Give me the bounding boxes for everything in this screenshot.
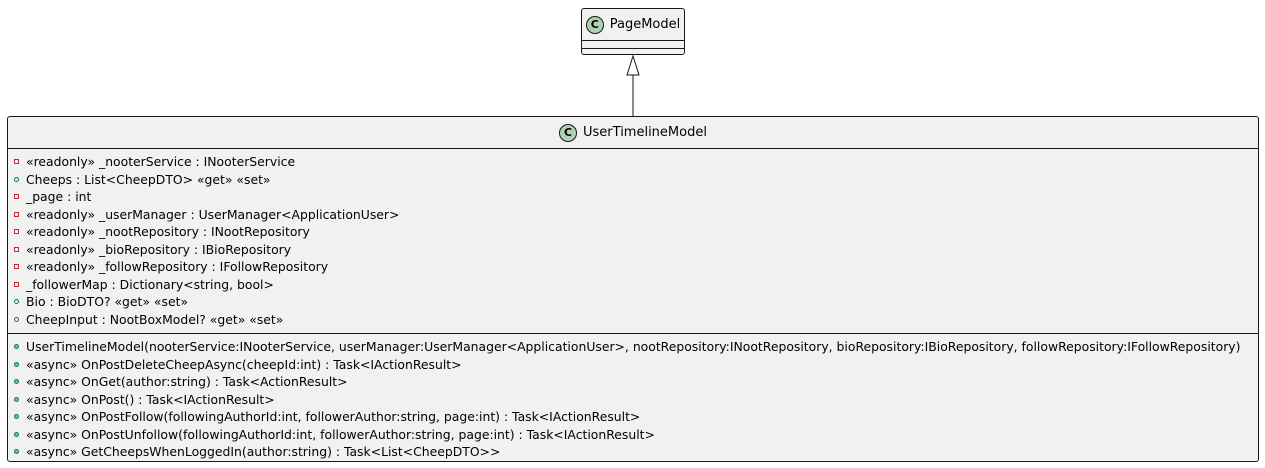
field-text: Bio : BioDTO? «get» «set»: [26, 294, 189, 309]
field-row: Bio : BioDTO? «get» «set»: [14, 293, 188, 310]
method-text: «async» OnPost() : Task<IActionResult>: [26, 391, 275, 407]
public-visibility-icon: [14, 449, 19, 454]
field-text: _followerMap : Dictionary<string, bool>: [26, 276, 274, 292]
method-row: «async» OnGet(author:string) : Task<Acti…: [14, 373, 348, 390]
field-row: _page : int: [14, 188, 91, 205]
class-pagemodel[interactable]: C PageModel: [581, 8, 685, 55]
private-visibility-icon: [14, 264, 19, 269]
field-row: «readonly» _nootRepository : INootReposi…: [14, 223, 310, 240]
method-text: «async» OnPostDeleteCheepAsync(cheepId:i…: [26, 356, 462, 372]
inheritance-arrowhead: [626, 54, 640, 76]
class-icon: C: [585, 15, 604, 34]
method-separator: [8, 333, 1258, 334]
field-text: Cheeps : List<CheepDTO> «get» «set»: [26, 171, 271, 187]
public-visibility-icon: [14, 316, 19, 322]
field-row: Cheeps : List<CheepDTO> «get» «set»: [14, 171, 271, 188]
field-text: «readonly» _nootRepository : INootReposi…: [26, 224, 310, 239]
public-visibility-icon: [14, 299, 19, 304]
field-row: «readonly» _nooterService : INooterServi…: [14, 153, 295, 170]
field-text: «readonly» _followRepository : IFollowRe…: [26, 259, 329, 274]
field-row: _followerMap : Dictionary<string, bool>: [14, 276, 274, 293]
class-name: UserTimelineModel: [583, 125, 707, 140]
field-row: «readonly» _bioRepository : IBioReposito…: [14, 241, 291, 258]
private-visibility-icon: [14, 194, 19, 199]
public-visibility-icon: [14, 396, 19, 402]
public-visibility-icon: [14, 431, 19, 437]
method-row: «async» OnPostFollow(followingAuthorId:i…: [14, 408, 640, 425]
field-text: _page : int: [26, 189, 92, 204]
private-visibility-icon: [14, 211, 19, 217]
field-text: CheepInput : NootBoxModel? «get» «set»: [26, 311, 284, 327]
class-usertimelinemodel[interactable]: C UserTimelineModel «readonly» _nooterSe…: [7, 116, 1259, 462]
private-visibility-icon: [14, 246, 19, 252]
public-visibility-icon: [14, 414, 19, 419]
field-text: «readonly» _userManager : UserManager<Ap…: [26, 206, 400, 222]
method-text: «async» GetCheepsWhenLoggedIn(author:str…: [26, 444, 501, 459]
class-header: C UserTimelineModel: [8, 117, 1258, 148]
public-visibility-icon: [14, 361, 19, 367]
class-icon: C: [559, 123, 578, 142]
public-visibility-icon: [14, 379, 19, 384]
private-visibility-icon: [14, 159, 19, 164]
field-row: «readonly» _followRepository : IFollowRe…: [14, 258, 328, 275]
method-text: «async» OnGet(author:string) : Task<Acti…: [26, 374, 348, 389]
method-text: «async» OnPostFollow(followingAuthorId:i…: [26, 409, 641, 424]
method-row: «async» OnPostDeleteCheepAsync(cheepId:i…: [14, 356, 462, 373]
field-row: «readonly» _userManager : UserManager<Ap…: [14, 206, 399, 223]
method-row: «async» GetCheepsWhenLoggedIn(author:str…: [14, 443, 500, 460]
private-visibility-icon: [14, 281, 19, 287]
method-separator: [582, 48, 684, 49]
method-text: «async» OnPostUnfollow(followingAuthorId…: [26, 426, 655, 442]
field-text: «readonly» _bioRepository : IBioReposito…: [26, 241, 292, 257]
method-row: UserTimelineModel(nooterService:INooterS…: [14, 338, 1240, 355]
method-row: «async» OnPostUnfollow(followingAuthorId…: [14, 426, 655, 443]
private-visibility-icon: [14, 229, 19, 234]
field-separator: [582, 40, 684, 41]
field-row: CheepInput : NootBoxModel? «get» «set»: [14, 311, 283, 328]
field-separator: [8, 148, 1258, 149]
public-visibility-icon: [14, 344, 19, 349]
class-name: PageModel: [609, 17, 681, 32]
method-row: «async» OnPost() : Task<IActionResult>: [14, 391, 275, 408]
method-text: UserTimelineModel(nooterService:INooterS…: [26, 339, 1241, 354]
public-visibility-icon: [14, 176, 19, 182]
field-text: «readonly» _nooterService : INooterServi…: [26, 154, 296, 169]
class-header: C PageModel: [582, 9, 684, 40]
